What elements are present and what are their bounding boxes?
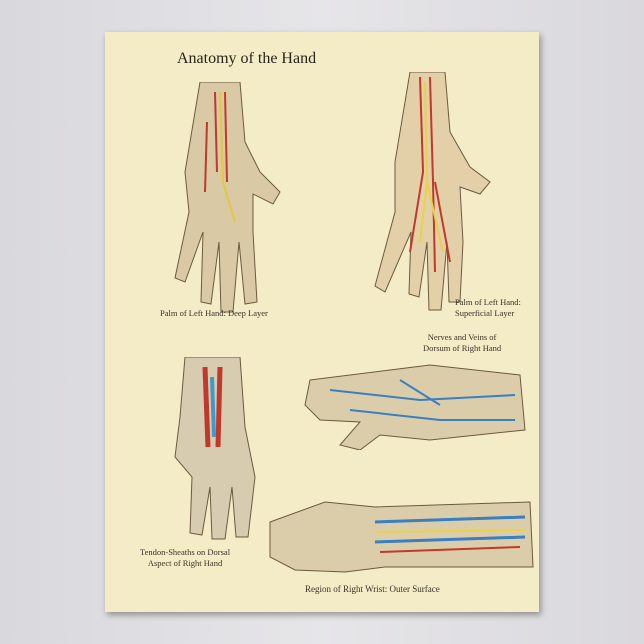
caption-line: Superficial Layer bbox=[455, 308, 515, 318]
caption-superficial-layer: Palm of Left Hand: Superficial Layer bbox=[455, 297, 521, 319]
caption-wrist-outer-surface: Region of Right Wrist: Outer Surface bbox=[305, 584, 440, 594]
caption-dorsum-nerves-veins: Nerves and Veins of Dorsum of Right Hand bbox=[423, 332, 501, 354]
deep-palm-illustration bbox=[174, 82, 281, 313]
dorsum-illustration bbox=[304, 364, 526, 450]
superficial-palm-illustration bbox=[374, 72, 491, 311]
poster-title: Anatomy of the Hand bbox=[177, 50, 317, 67]
caption-line: Aspect of Right Hand bbox=[147, 558, 223, 568]
caption-tendon-sheaths: Tendon-Sheaths on Dorsal Aspect of Right… bbox=[140, 547, 230, 569]
caption-line: Palm of Left Hand: bbox=[455, 297, 521, 307]
caption-line: Dorsum of Right Hand bbox=[423, 343, 502, 353]
tendon-sheaths-illustration bbox=[174, 357, 256, 540]
caption-deep-layer: Palm of Left Hand: Deep Layer bbox=[160, 308, 268, 318]
caption-line: Nerves and Veins of bbox=[427, 332, 497, 342]
caption-line: Tendon-Sheaths on Dorsal bbox=[140, 547, 231, 557]
anatomy-poster: Anatomy of the Hand Palm of Left Hand: D… bbox=[105, 32, 539, 612]
wrist-outer-surface-illustration bbox=[269, 501, 534, 573]
